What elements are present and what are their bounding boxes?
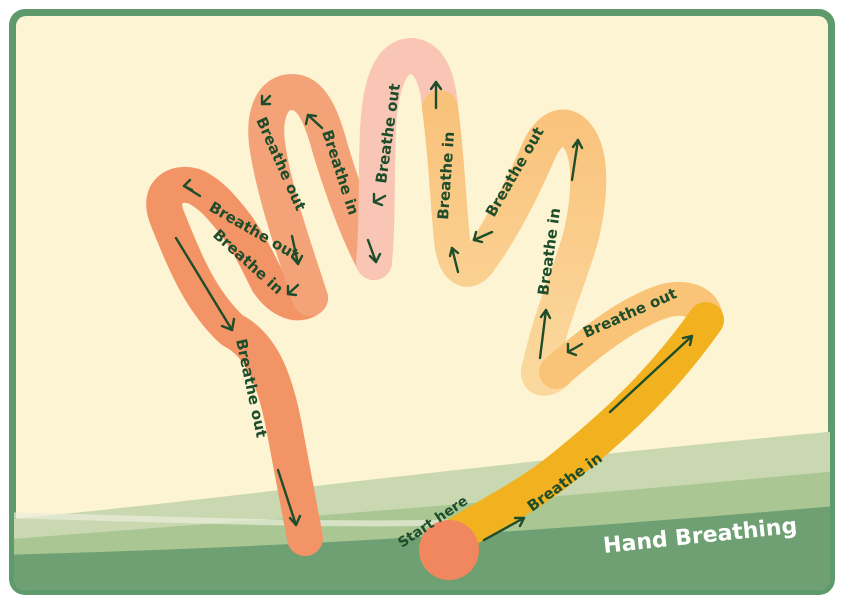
hand-outline (146, 38, 724, 558)
start-dot (419, 520, 479, 580)
finger-thumb-stroke (432, 302, 724, 558)
arrow-icon (372, 192, 387, 207)
arrow-icon (608, 334, 694, 414)
finger-index-stroke (422, 90, 607, 396)
arrow-icon (566, 342, 584, 357)
finger-middle-stroke (356, 38, 458, 280)
arrow-icon (260, 94, 272, 106)
finger-ring-stroke (248, 74, 392, 316)
arrow-icon (448, 246, 460, 274)
arrow-icon (570, 138, 584, 182)
arrow-icon (482, 516, 526, 542)
arrow-icon (276, 468, 302, 527)
arrow-icon (290, 234, 304, 266)
arrow-icon (174, 236, 236, 332)
arrow-icon (472, 230, 494, 244)
arrows (174, 80, 694, 542)
poster-background (16, 16, 828, 588)
arrow-icon (429, 80, 443, 110)
arrow-icon (366, 238, 382, 264)
arrow-icon (286, 283, 300, 297)
arrow-icon (304, 113, 324, 130)
arrow-icon (538, 308, 552, 360)
finger-little-stroke (146, 166, 328, 556)
arrow-icon (182, 178, 202, 198)
